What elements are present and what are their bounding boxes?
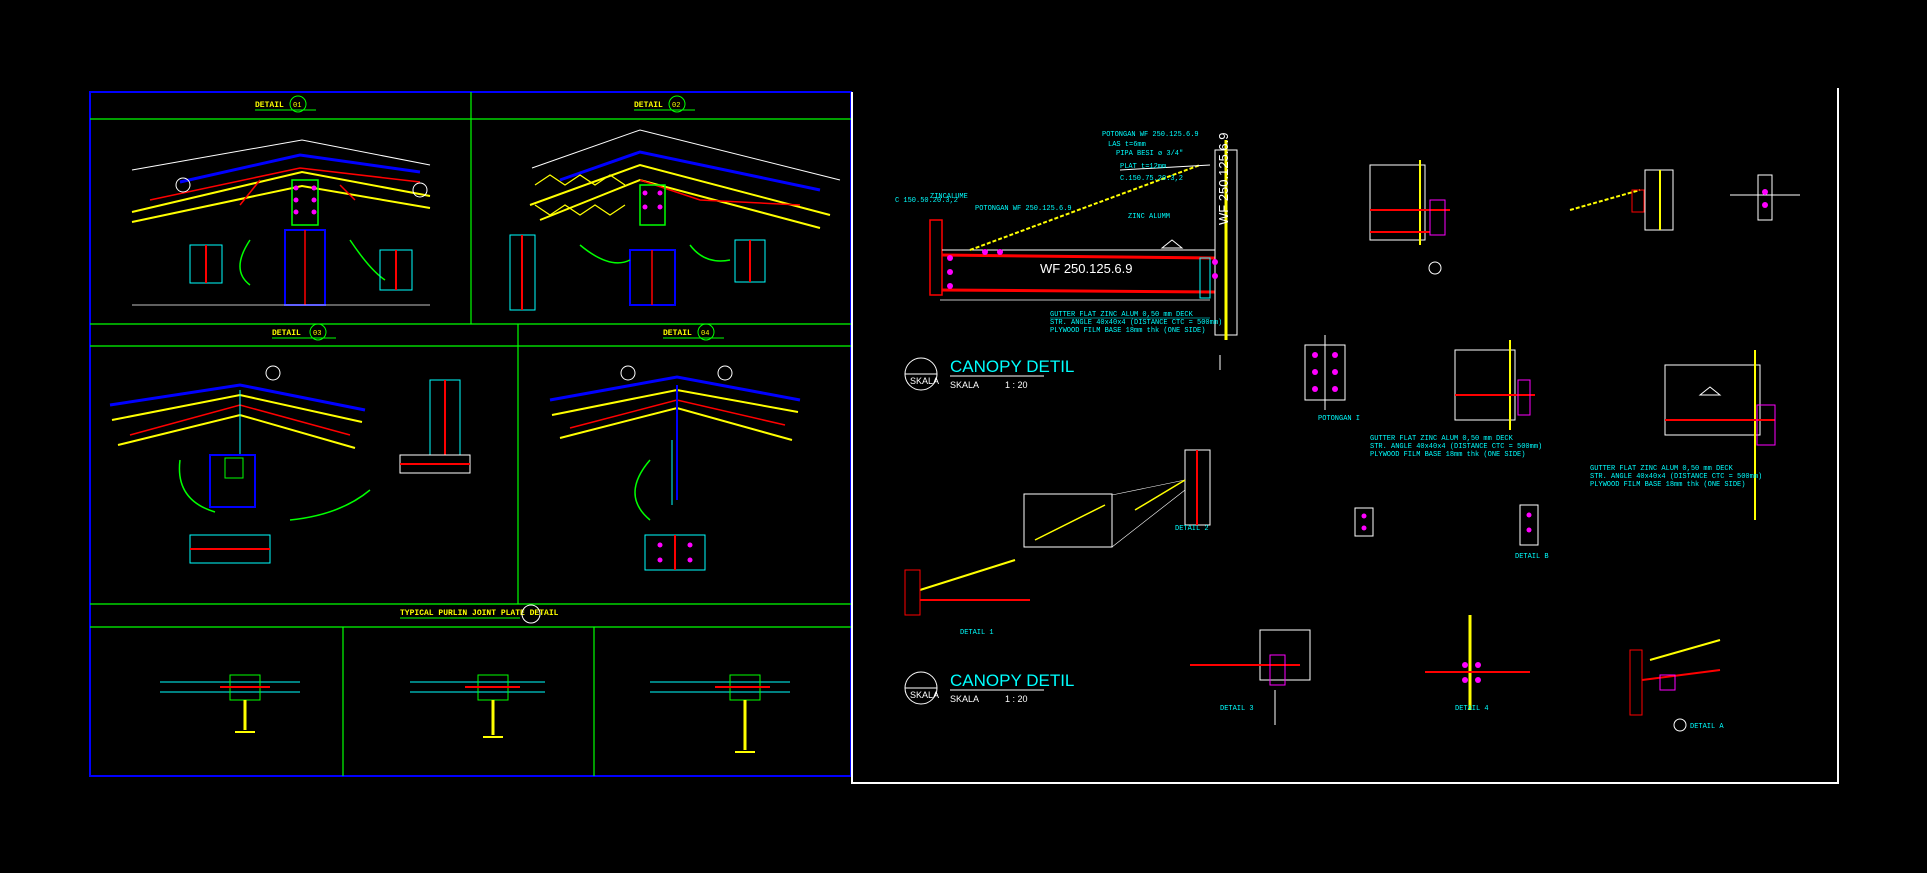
skala-ratio-2: 1 : 20 [1005,694,1028,704]
scale-circle-label-2: SKALA [910,690,939,700]
detail-02-tag: 02 [672,102,680,110]
purlin-joint-1 [160,674,300,733]
note-zinc: ZINC ALUMM [1128,213,1170,221]
note-pot-wf-small: POTONGAN WF 250.125.6.9 [975,205,1072,213]
detail-gutter-right: GUTTER FLAT ZINC ALUM 0,50 mm DECK STR. … [1590,350,1776,520]
mid-gutter-note-1: GUTTER FLAT ZINC ALUM 0,50 mm DECK [1370,435,1514,443]
note-gutter-3: PLYWOOD FILM BASE 18mm thk (ONE SIDE) [1050,327,1205,335]
detail-03-title: DETAIL 03 [272,323,336,341]
detail-gutter-mid: GUTTER FLAT ZINC ALUM 0,50 mm DECK STR. … [1370,340,1542,459]
skala-ratio-1: 1 : 20 [1005,380,1028,390]
note-zincalume: ZINCALUME [930,193,968,201]
right-sheet: WF 250.125.6.9 WF 250.125.6.9 POTONGAN W… [851,88,1839,784]
detail-04-title-text: DETAIL [663,329,692,338]
detail-3-drawing: DETAIL 3 [1190,629,1311,725]
purlin-joint-2 [410,674,545,738]
label-detail-3: DETAIL 3 [1220,705,1254,713]
detail-potongan-top [1569,169,1674,231]
purlin-title: TYPICAL PURLIN JOINT PLATE DETAIL [400,604,559,624]
canopy-title-1-text: CANOPY DETIL [950,357,1074,376]
detail-03-title-text: DETAIL [272,329,301,338]
label-potongan: POTONGAN I [1318,415,1360,423]
left-sheet: DETAIL 01 DETAIL 02 DETAIL 03 DETAIL 04 … [89,91,852,777]
detail-02-title: DETAIL 02 [634,95,695,113]
purlin-title-text: TYPICAL PURLIN JOINT PLATE DETAIL [400,609,559,618]
label-detail-a: DETAIL A [1690,723,1724,731]
detail-1-drawing: DETAIL 1 DETAIL 2 [904,449,1211,637]
detail-04-title: DETAIL 04 [663,323,724,341]
detail-01-tag: 01 [293,102,301,110]
canopy-title-1: SKALA CANOPY DETIL SKALA 1 : 20 [904,357,1074,391]
detail-04-tag: 04 [701,330,709,338]
detail-a-drawing: DETAIL A [1629,639,1724,732]
wf-column-label: WF 250.125.6.9 [1216,133,1231,226]
detail-02-title-text: DETAIL [634,101,663,110]
detail-gutter-top [1369,160,1450,275]
note-plat: PLAT t=12mm [1120,163,1166,171]
right-gutter-note-2: STR. ANGLE 40x40x4 (DISTANCE CTC = 500mm… [1590,473,1762,481]
note-las: LAS t=6mm [1108,141,1146,149]
detail-small-mid-2: DETAIL B [1515,504,1549,561]
mid-gutter-note-2: STR. ANGLE 40x40x4 (DISTANCE CTC = 500mm… [1370,443,1542,451]
canopy-title-2: SKALA CANOPY DETIL SKALA 1 : 20 [904,671,1074,705]
note-gutter-1: GUTTER FLAT ZINC ALUM 0,50 mm DECK [1050,311,1194,319]
detail-potongan-mid: POTONGAN I [1304,335,1360,423]
detail-03-drawing [109,365,471,564]
detail-01-title: DETAIL 01 [255,95,316,113]
label-detail-2: DETAIL 2 [1175,525,1209,533]
note-pot-wf: POTONGAN WF 250.125.6.9 [1102,131,1199,139]
detail-02-drawing [509,129,841,311]
right-gutter-note-3: PLYWOOD FILM BASE 18mm thk (ONE SIDE) [1590,481,1745,489]
detail-01-drawing [131,139,431,306]
note-gutter-2: STR. ANGLE 40x40x4 (DISTANCE CTC = 500mm… [1050,319,1222,327]
right-gutter-note-1: GUTTER FLAT ZINC ALUM 0,50 mm DECK [1590,465,1734,473]
note-c-channel: C.150.75.20.3,2 [1120,175,1183,183]
detail-04-drawing [549,365,801,571]
label-detail-1: DETAIL 1 [960,629,994,637]
note-pipa: PIPA BESI ø 3/4" [1116,150,1183,158]
canopy-main-drawing: WF 250.125.6.9 WF 250.125.6.9 POTONGAN W… [895,131,1238,370]
detail-03-tag: 03 [313,330,321,338]
detail-4-drawing: DETAIL 4 [1425,615,1530,713]
scale-circle-label-1: SKALA [910,376,939,386]
canopy-title-2-text: CANOPY DETIL [950,671,1074,690]
wf-main-label: WF 250.125.6.9 [1040,261,1133,276]
right-sheet-frame [851,88,1839,784]
detail-small-top-right [1730,174,1800,221]
skala-label-1: SKALA [950,380,979,390]
detail-01-title-text: DETAIL [255,101,284,110]
label-detail-4: DETAIL 4 [1455,705,1489,713]
skala-label-2: SKALA [950,694,979,704]
detail-small-mid-1 [1354,507,1374,537]
mid-gutter-note-3: PLYWOOD FILM BASE 18mm thk (ONE SIDE) [1370,451,1525,459]
label-detail-b: DETAIL B [1515,553,1549,561]
purlin-joint-3 [650,674,790,753]
left-sheet-grid [90,92,851,776]
note-c-small: C 150.50.20.3,2 [895,197,958,205]
